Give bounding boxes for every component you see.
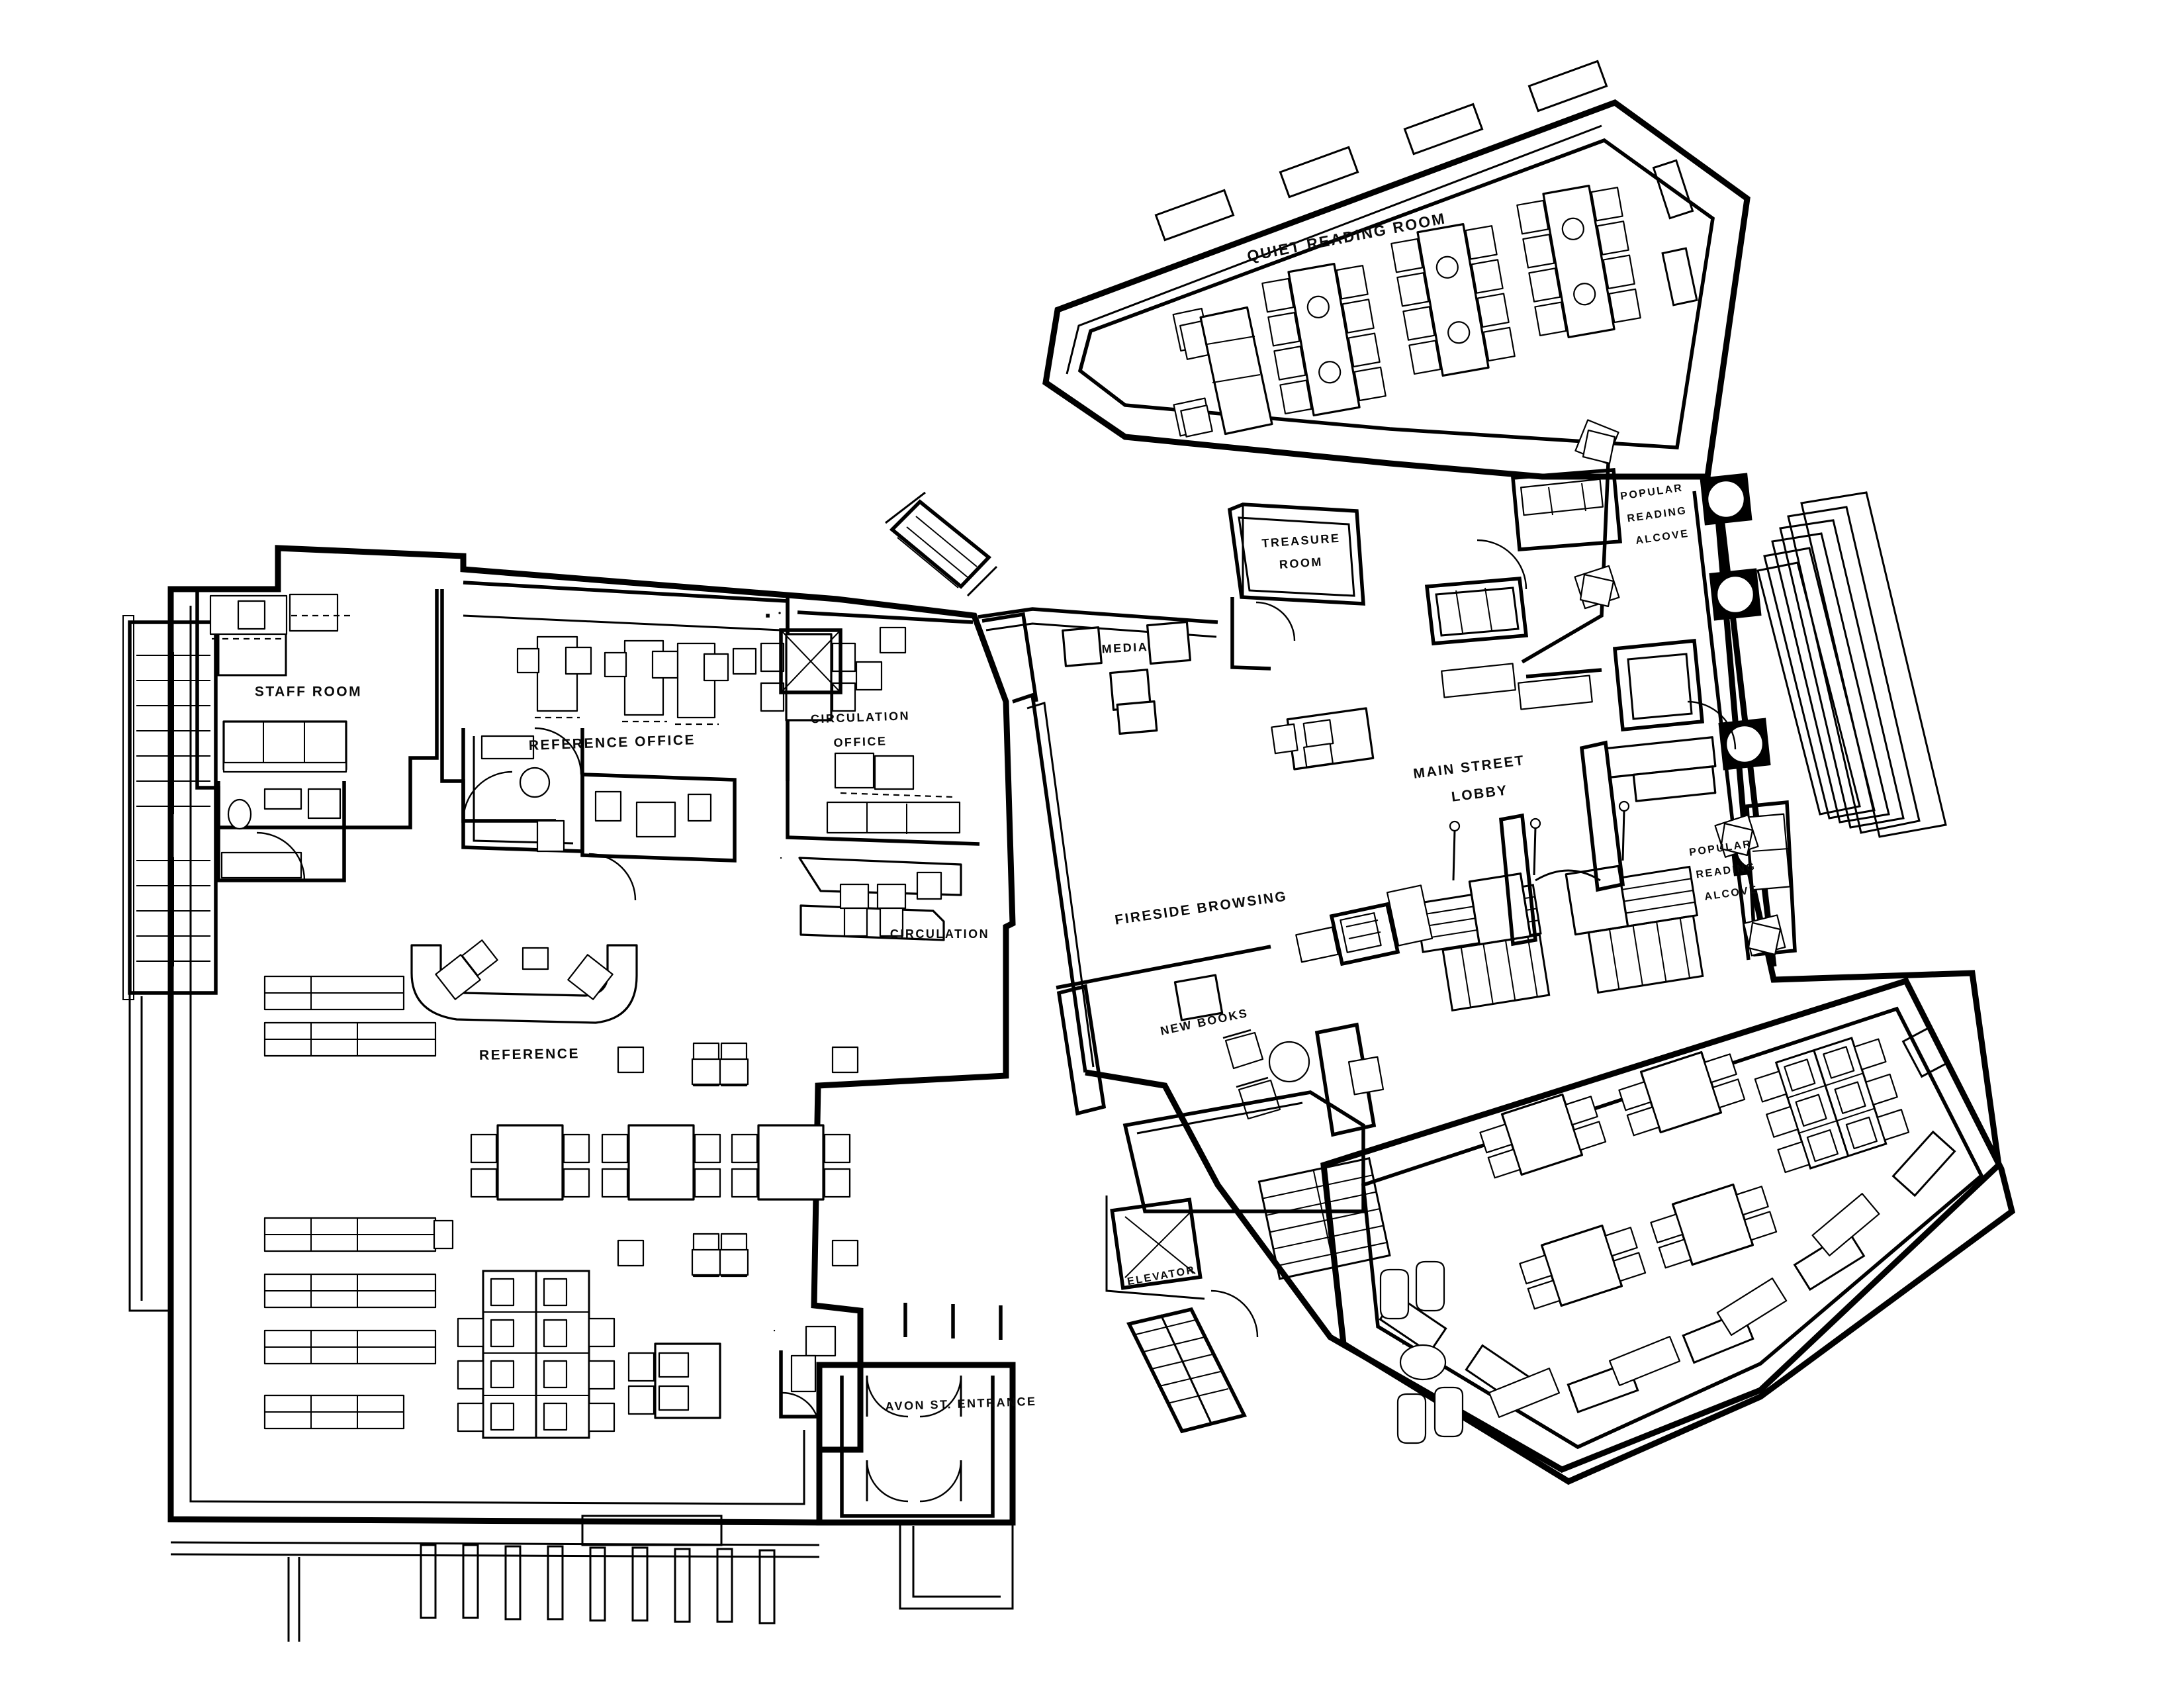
staff-restroom: [216, 781, 346, 882]
alcove-lounge-chair: [1743, 914, 1786, 957]
room-label-popular-alcove-south-line2: READING: [1696, 861, 1757, 881]
reference-misc-furniture: [805, 1325, 837, 1357]
fireside-browsing-zone: FIRESIDE BROWSING NEW BOOKS: [1056, 884, 1433, 1213]
reading-table: [470, 1124, 590, 1201]
quiet-reading-room-zone: QUIET READING ROOM: [1042, 60, 1751, 480]
central-service-desk: [1271, 707, 1375, 771]
popular-reading-alcove-south-zone: POPULAR READING ALCOVE: [1688, 800, 1797, 957]
southeast-perimeter-shelving: [1402, 1193, 1880, 1418]
stack-range: [263, 1394, 405, 1430]
room-label-treasure-room-line2: ROOM: [1279, 555, 1323, 571]
stair-flight: [1414, 872, 1551, 1012]
carrel-pair: [691, 1233, 749, 1278]
staff-sofa: [222, 720, 347, 773]
west-exterior-buttresses: [128, 986, 171, 1312]
alcove-lounge-chair: [1574, 565, 1620, 610]
quiet-room-windows: [1154, 60, 1698, 306]
east-lower-stair: [1126, 1307, 1247, 1434]
stack-range: [263, 1329, 437, 1365]
room-label-main-street-lobby-line1: MAIN STREET: [1412, 753, 1525, 782]
reference-desk: REFERENCE: [410, 939, 638, 1063]
fireside-lounge-chair: [1222, 1029, 1264, 1070]
southeast-carrel-bank: [1754, 1037, 1910, 1174]
stair-flight: [1565, 865, 1704, 994]
south-exterior-colonnade: [170, 1515, 820, 1642]
southeast-reading-wing: [1320, 977, 2016, 1485]
media-zone: MEDIA: [978, 607, 1218, 735]
room-label-circulation-office-line2: OFFICE: [833, 734, 887, 749]
stack-range: [263, 1273, 437, 1309]
north-stair: [885, 491, 998, 597]
fireplace: [1295, 884, 1433, 966]
stack-range: [263, 1217, 454, 1252]
room-label-reference: REFERENCE: [479, 1046, 580, 1063]
study-table: [1479, 1093, 1607, 1179]
single-carrel-desk: [627, 1342, 721, 1419]
main-entrance-exterior-steps: [1756, 491, 1947, 838]
stack-range: [263, 1021, 437, 1057]
room-label-circulation-office-line1: CIRCULATION: [811, 709, 911, 726]
room-label-popular-alcove-north-line3: ALCOVE: [1635, 528, 1690, 547]
reference-office-zone: REFERENCE OFFICE: [440, 581, 790, 901]
lobby-grand-stairs: [1414, 865, 1704, 1012]
quiet-reading-table: [1261, 263, 1387, 417]
reading-table: [731, 1124, 851, 1201]
avon-entrance-vestibule: AVON ST. ENTRANCE: [779, 1303, 1037, 1610]
room-label-popular-alcove-north-line1: POPULAR: [1619, 483, 1684, 502]
central-corridor: [981, 612, 1095, 1073]
lobby-vestibule-east: [1424, 539, 1737, 947]
reference-office-workstations: [516, 635, 757, 726]
alcove-lounge-chair: [1574, 419, 1619, 465]
room-label-media: MEDIA: [1101, 640, 1148, 656]
circulation-office-counter: [826, 752, 961, 834]
stack-range: [263, 975, 405, 1011]
quiet-reading-table: [1390, 223, 1516, 377]
southeast-lounge-cluster: [1379, 1260, 1464, 1444]
misc-plan-details: [773, 626, 907, 1332]
room-label-reference-office: REFERENCE OFFICE: [528, 732, 696, 753]
study-table: [1650, 1183, 1778, 1269]
reference-office-interior: [461, 727, 737, 901]
alcove-lounge-chair: [1714, 814, 1759, 858]
room-label-staff-room: STAFF ROOM: [255, 684, 362, 700]
reading-table: [601, 1124, 721, 1201]
elevator-core: ELEVATOR: [1105, 1196, 1259, 1434]
circulation-office-shaft: [766, 612, 781, 618]
carrel-pair: [691, 1042, 749, 1087]
circulation-desk-zone: CIRCULATION: [798, 857, 989, 941]
staff-room-zone: STAFF ROOM: [195, 589, 439, 882]
service-shaft-north: [779, 628, 842, 694]
study-table: [1519, 1224, 1647, 1310]
quiet-reading-table: [1516, 185, 1641, 339]
reference-reading-tables: [470, 1124, 851, 1201]
circulation-office-zone: CIRCULATION OFFICE: [760, 596, 980, 846]
paired-carrels: [617, 1042, 859, 1278]
lobby-handrails: [1449, 800, 1630, 881]
computer-carrel-cluster: [457, 1270, 615, 1439]
room-label-fireside-browsing: FIRESIDE BROWSING: [1114, 888, 1289, 927]
book-stacks-west: [263, 975, 454, 1430]
room-label-treasure-room-line1: TREASURE: [1261, 532, 1341, 550]
treasure-room-zone: TREASURE ROOM: [1227, 502, 1365, 671]
room-label-circulation: CIRCULATION: [890, 927, 989, 941]
study-table: [1618, 1051, 1746, 1137]
quiet-room-lounge: [1172, 306, 1273, 438]
room-label-popular-alcove-north-line2: READING: [1627, 505, 1688, 525]
room-label-main-street-lobby-line2: LOBBY: [1451, 782, 1509, 804]
